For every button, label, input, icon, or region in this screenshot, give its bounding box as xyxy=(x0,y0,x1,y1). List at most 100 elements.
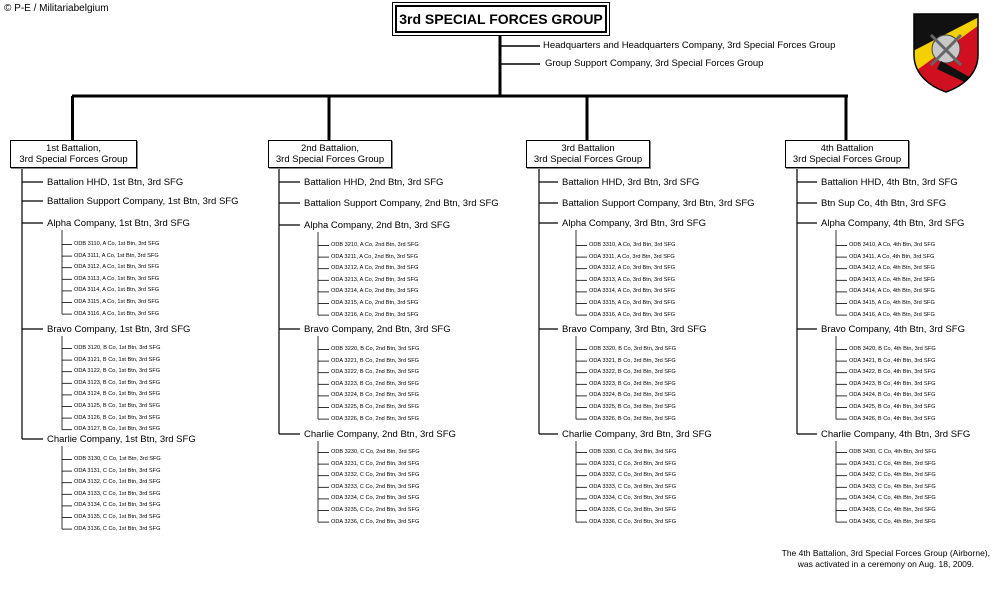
unit-label: Charlie Company, 4th Btn, 3rd SFG xyxy=(821,429,971,440)
group-title: 3rd SPECIAL FORCES GROUP xyxy=(399,11,603,27)
oda-label: ODA 3112, A Co, 1st Btn, 3rd SFG xyxy=(74,264,160,271)
oda-label: ODA 3115, A Co, 1st Btn, 3rd SFG xyxy=(74,299,160,305)
unit-label: Charlie Company, 1st Btn, 3rd SFG xyxy=(47,434,196,445)
oda-label: ODA 3236, C Co, 2nd Btn, 3rd SFG xyxy=(331,518,420,525)
oda-label: ODA 3431, C Co, 4th Btn, 3rd SFG xyxy=(849,460,936,467)
oda-label: ODA 3131, C Co, 1st Btn, 3rd SFG xyxy=(74,467,161,474)
oda-label: ODA 3322, B Co, 3rd Btn, 3rd SFG xyxy=(589,369,676,376)
oda-label: ODB 3420, B Co, 4th Btn, 3rd SFG xyxy=(849,346,936,352)
oda-label: ODA 3312, A Co, 3rd Btn, 3rd SFG xyxy=(589,265,676,272)
unit-label: Battalion Support Company, 3rd Btn, 3rd … xyxy=(562,198,755,209)
oda-label: ODA 3232, C Co, 2nd Btn, 3rd SFG xyxy=(331,472,420,479)
oda-label: ODA 3221, B Co, 2nd Btn, 3rd SFG xyxy=(331,357,419,364)
oda-label: ODA 3235, C Co, 2nd Btn, 3rd SFG xyxy=(331,507,420,513)
footnote-line-1: The 4th Battalion, 3rd Special Forces Gr… xyxy=(781,548,990,558)
oda-label: ODB 3410, A Co, 4th Btn, 3rd SFG xyxy=(849,242,936,248)
special-forces-crest-icon xyxy=(913,13,979,93)
oda-label: ODA 3225, B Co, 2nd Btn, 3rd SFG xyxy=(331,404,419,410)
oda-label: ODA 3424, B Co, 4th Btn, 3rd SFG xyxy=(849,392,936,399)
oda-label: ODA 3126, B Co, 1st Btn, 3rd SFG xyxy=(74,414,161,421)
oda-label: ODA 3435, C Co, 4th Btn, 3rd SFG xyxy=(849,507,936,513)
oda-label: ODA 3415, A Co, 4th Btn, 3rd SFG xyxy=(849,300,935,306)
oda-label: ODA 3223, B Co, 2nd Btn, 3rd SFG xyxy=(331,380,419,387)
oda-label: ODA 3421, B Co, 4th Btn, 3rd SFG xyxy=(849,357,936,364)
unit-label: Battalion Support Company, 1st Btn, 3rd … xyxy=(47,196,239,207)
battalion-box-1: 1st Battalion,3rd Special Forces Group xyxy=(10,140,137,168)
oda-label: ODA 3311, A Co, 3rd Btn, 3rd SFG xyxy=(589,253,675,260)
oda-label: ODA 3434, C Co, 4th Btn, 3rd SFG xyxy=(849,495,936,502)
battalion-box-2: 2nd Battalion,3rd Special Forces Group xyxy=(268,140,392,168)
battalion-title-line: 1st Battalion, xyxy=(46,143,101,154)
unit-label: Alpha Company, 2nd Btn, 3rd SFG xyxy=(304,220,451,231)
unit-label: Bravo Company, 1st Btn, 3rd SFG xyxy=(47,324,191,335)
oda-label: ODA 3313, A Co, 3rd Btn, 3rd SFG xyxy=(589,276,676,283)
group-title-box: 3rd SPECIAL FORCES GROUP xyxy=(395,5,607,33)
copyright-text: © P-E / Militariabelgium xyxy=(4,3,109,14)
oda-label: ODA 3127, B Co, 1st Btn, 3rd SFG xyxy=(74,426,161,433)
oda-label: ODA 3432, C Co, 4th Btn, 3rd SFG xyxy=(849,472,936,479)
oda-label: ODA 3123, B Co, 1st Btn, 3rd SFG xyxy=(74,379,161,386)
oda-label: ODB 3310, A Co, 3rd Btn, 3rd SFG xyxy=(589,242,676,248)
battalion-title-line: 3rd Special Forces Group xyxy=(792,154,902,165)
unit-label: Battalion Support Company, 2nd Btn, 3rd … xyxy=(304,198,499,209)
battalion-title-line: 3rd Battalion xyxy=(561,143,615,154)
unit-label: Btn Sup Co, 4th Btn, 3rd SFG xyxy=(821,198,947,209)
unit-label: Alpha Company, 4th Btn, 3rd SFG xyxy=(821,218,965,229)
oda-label: ODA 3133, C Co, 1st Btn, 3rd SFG xyxy=(74,490,161,497)
oda-label: ODA 3213, A Co, 2nd Btn, 3rd SFG xyxy=(331,276,419,283)
unit-label: Alpha Company, 3rd Btn, 3rd SFG xyxy=(562,218,706,229)
oda-label: ODA 3334, C Co, 3rd Btn, 3rd SFG xyxy=(589,495,677,502)
footnote: The 4th Battalion, 3rd Special Forces Gr… xyxy=(750,548,990,570)
oda-label: ODA 3226, B Co, 2nd Btn, 3rd SFG xyxy=(331,415,419,422)
oda-label: ODA 3314, A Co, 3rd Btn, 3rd SFG xyxy=(589,288,676,295)
oda-label: ODA 3231, C Co, 2nd Btn, 3rd SFG xyxy=(331,460,420,467)
oda-label: ODB 3210, A Co, 2nd Btn, 3rd SFG xyxy=(331,242,419,248)
oda-label: ODB 3430, C Co, 4th Btn, 3rd SFG xyxy=(849,449,937,455)
unit-label: Battalion HHD, 4th Btn, 3rd SFG xyxy=(821,177,958,188)
oda-label: ODA 3233, C Co, 2nd Btn, 3rd SFG xyxy=(331,483,420,490)
unit-label: Charlie Company, 2nd Btn, 3rd SFG xyxy=(304,429,456,440)
oda-label: ODA 3326, B Co, 3rd Btn, 3rd SFG xyxy=(589,415,676,422)
oda-label: ODB 3230, C Co, 2nd Btn, 3rd SFG xyxy=(331,449,420,455)
unit-label: Bravo Company, 2nd Btn, 3rd SFG xyxy=(304,324,451,335)
oda-label: ODB 3120, B Co, 1st Btn, 3rd SFG xyxy=(74,345,161,351)
oda-label: ODA 3332, C Co, 3rd Btn, 3rd SFG xyxy=(589,472,677,479)
oda-label: ODA 3234, C Co, 2nd Btn, 3rd SFG xyxy=(331,495,420,502)
oda-label: ODA 3414, A Co, 4th Btn, 3rd SFG xyxy=(849,288,935,295)
battalion-title-line: 4th Battalion xyxy=(820,143,874,154)
oda-label: ODA 3132, C Co, 1st Btn, 3rd SFG xyxy=(74,479,161,486)
oda-label: ODA 3315, A Co, 3rd Btn, 3rd SFG xyxy=(589,300,676,306)
oda-label: ODA 3325, B Co, 3rd Btn, 3rd SFG xyxy=(589,404,676,410)
oda-label: ODA 3214, A Co, 2nd Btn, 3rd SFG xyxy=(331,288,419,295)
oda-label: ODA 3136, C Co, 1st Btn, 3rd SFG xyxy=(74,525,161,532)
oda-label: ODA 3324, B Co, 3rd Btn, 3rd SFG xyxy=(589,392,676,399)
group-support-company-label: Group Support Company, 3rd Special Force… xyxy=(545,58,764,69)
battalion-title-line: 2nd Battalion, xyxy=(300,143,360,154)
oda-label: ODB 3330, C Co, 3rd Btn, 3rd SFG xyxy=(589,449,677,455)
oda-label: ODB 3110, A Co, 1st Btn, 3rd SFG xyxy=(74,241,160,247)
oda-label: ODA 3411, A Co, 4th Btn, 3rd SFG xyxy=(849,253,935,260)
oda-label: ODA 3135, C Co, 1st Btn, 3rd SFG xyxy=(74,514,161,520)
oda-label: ODA 3425, B Co, 4th Btn, 3rd SFG xyxy=(849,404,936,410)
oda-label: ODA 3216, A Co, 2nd Btn, 3rd SFG xyxy=(331,311,419,318)
unit-label: Alpha Company, 1st Btn, 3rd SFG xyxy=(47,218,190,229)
oda-label: ODA 3333, C Co, 3rd Btn, 3rd SFG xyxy=(589,483,677,490)
unit-label: Bravo Company, 4th Btn, 3rd SFG xyxy=(821,324,965,335)
oda-label: ODA 3331, C Co, 3rd Btn, 3rd SFG xyxy=(589,460,677,467)
oda-label: ODA 3224, B Co, 2nd Btn, 3rd SFG xyxy=(331,392,419,399)
oda-label: ODA 3436, C Co, 4th Btn, 3rd SFG xyxy=(849,518,936,525)
oda-label: ODA 3222, B Co, 2nd Btn, 3rd SFG xyxy=(331,369,419,376)
oda-label: ODA 3416, A Co, 4th Btn, 3rd SFG xyxy=(849,311,935,318)
oda-label: ODA 3433, C Co, 4th Btn, 3rd SFG xyxy=(849,483,936,490)
battalion-title-line: 3rd Special Forces Group xyxy=(533,154,643,165)
battalion-title-line: 3rd Special Forces Group xyxy=(19,154,128,165)
oda-label: ODA 3423, B Co, 4th Btn, 3rd SFG xyxy=(849,380,936,387)
battalion-title-line: 3rd Special Forces Group xyxy=(275,154,385,165)
oda-label: ODA 3316, A Co, 3rd Btn, 3rd SFG xyxy=(589,311,676,318)
oda-label: ODA 3335, C Co, 3rd Btn, 3rd SFG xyxy=(589,507,677,513)
oda-label: ODA 3336, C Co, 3rd Btn, 3rd SFG xyxy=(589,518,677,525)
oda-label: ODA 3121, B Co, 1st Btn, 3rd SFG xyxy=(74,356,161,363)
oda-label: ODA 3412, A Co, 4th Btn, 3rd SFG xyxy=(849,265,935,272)
unit-label: Bravo Company, 3rd Btn, 3rd SFG xyxy=(562,324,707,335)
